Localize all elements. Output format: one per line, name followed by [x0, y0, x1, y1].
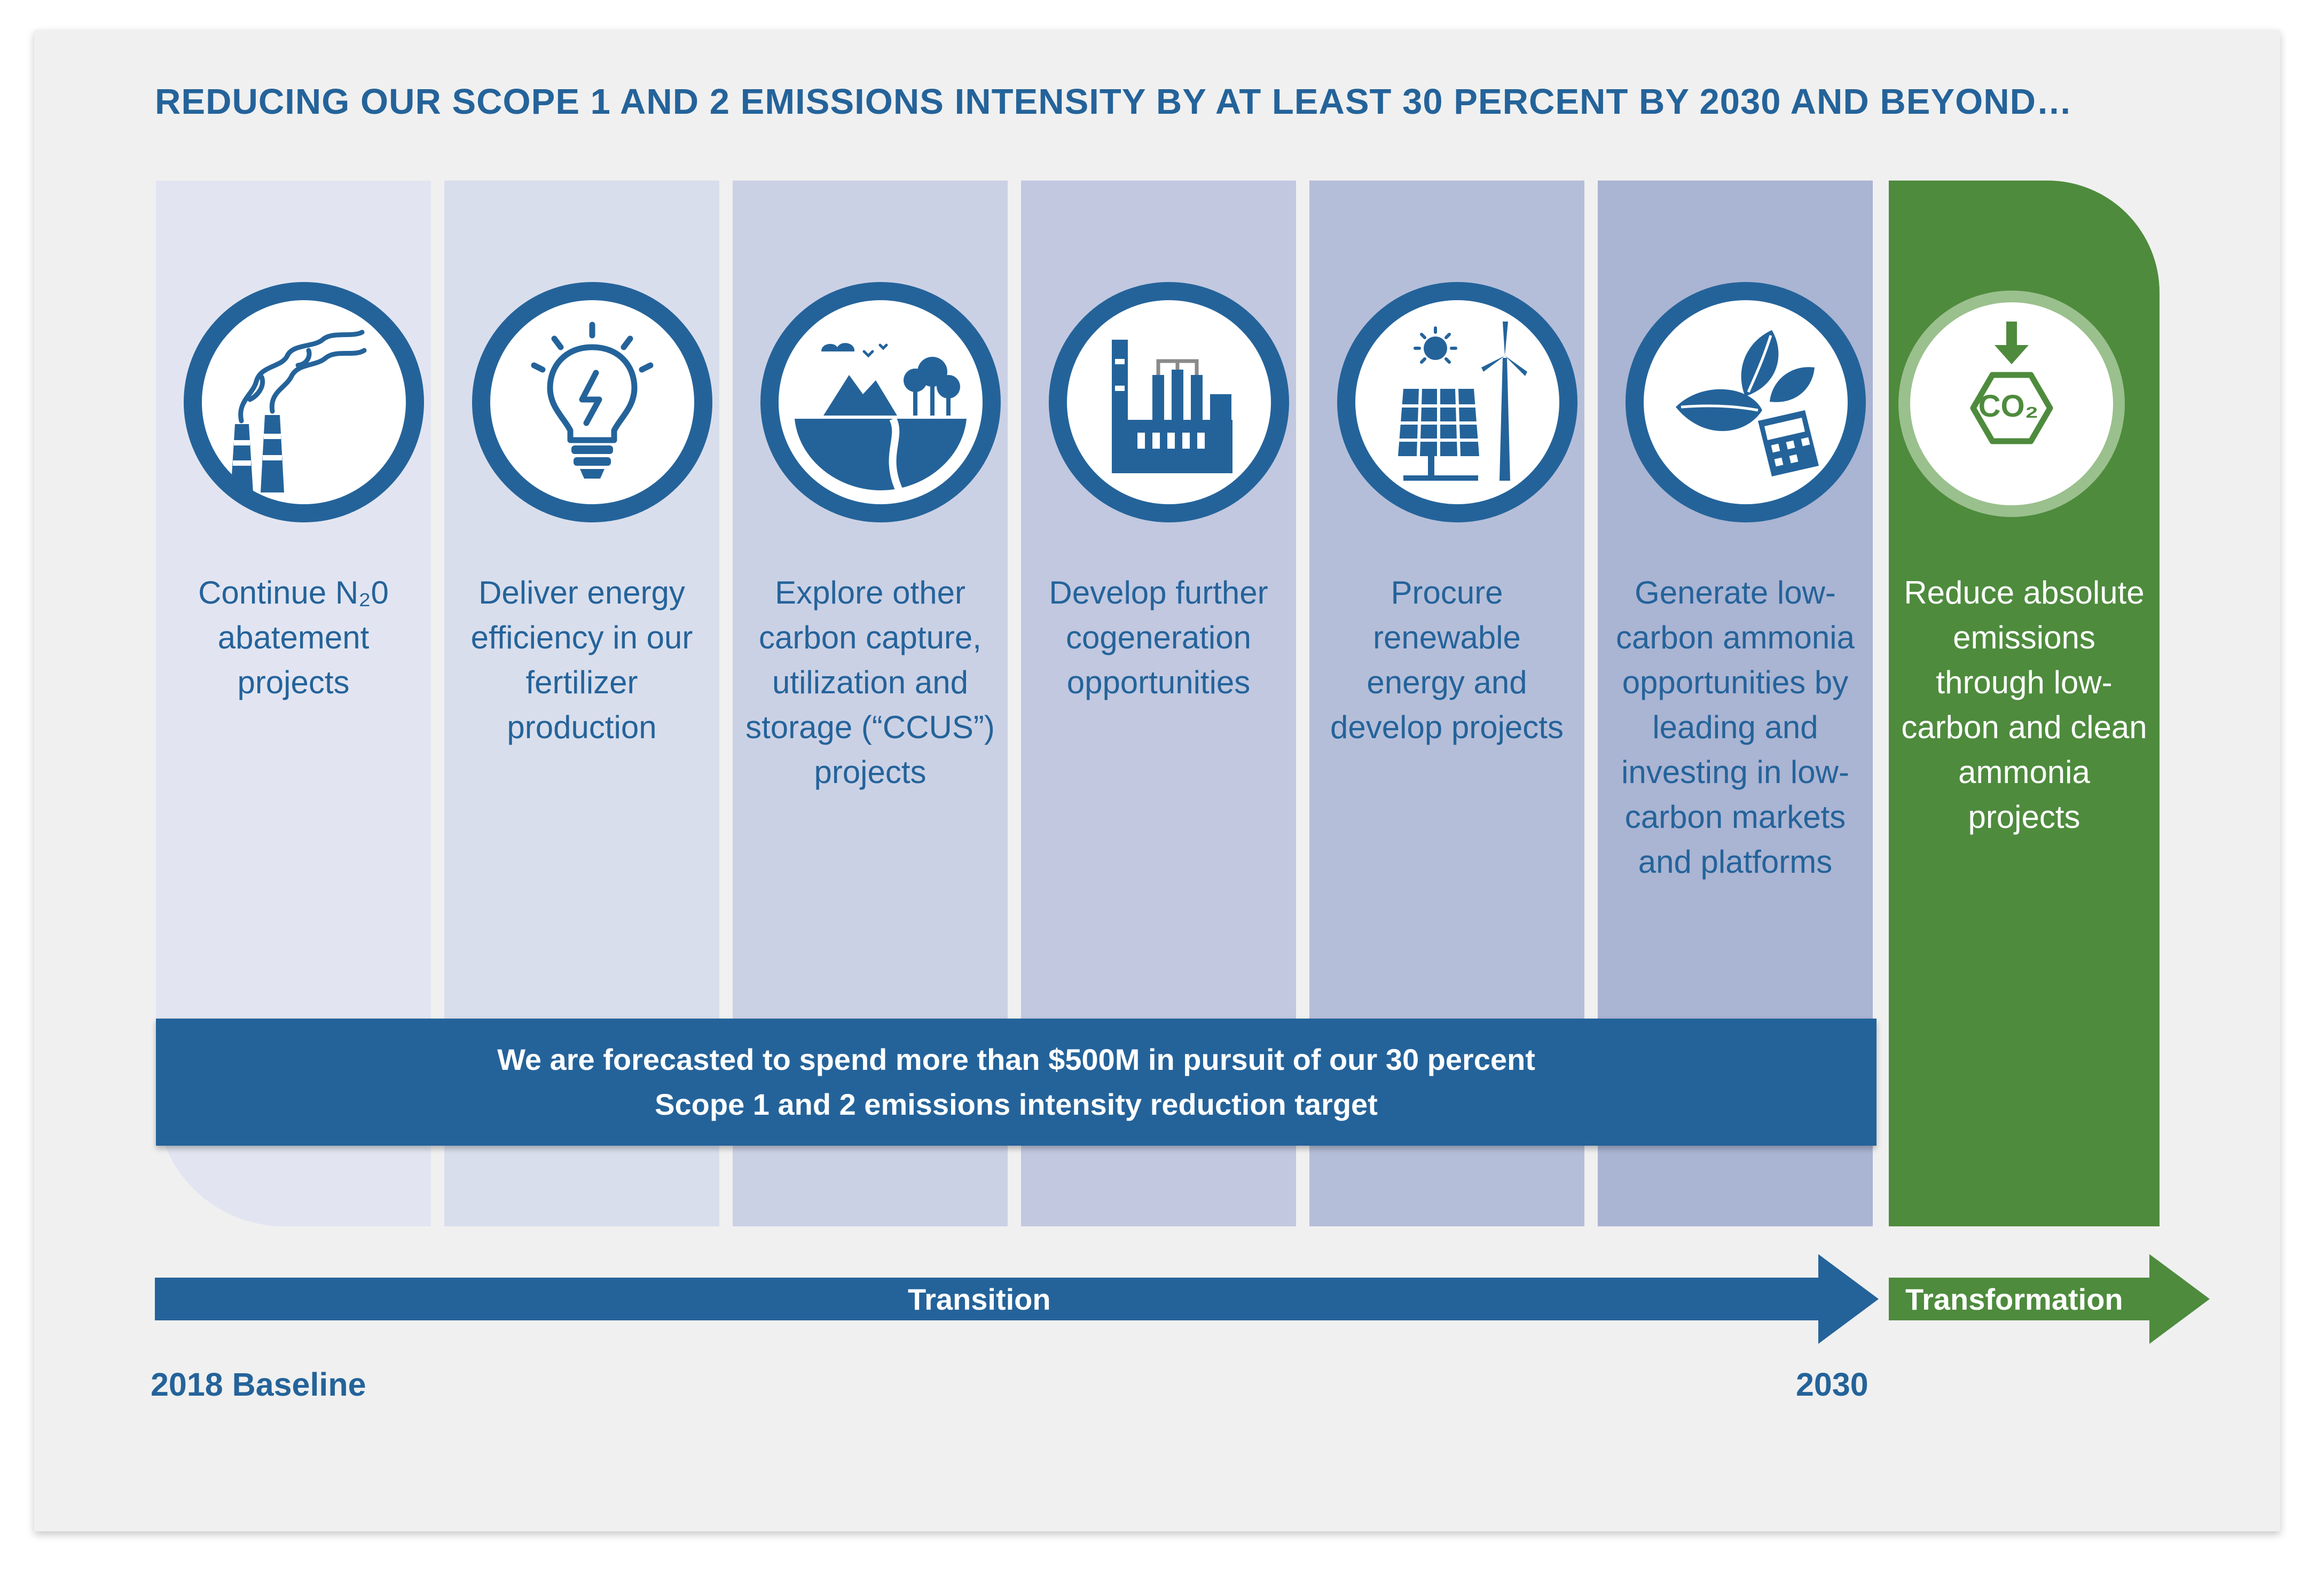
target-year-label: 2030 — [1796, 1366, 1868, 1403]
baseline-label: 2018 Baseline — [151, 1366, 366, 1403]
step-text: Explore other carbon capture, utilizatio… — [745, 575, 995, 790]
step-text: Procure renewable energy and develop pro… — [1330, 575, 1564, 745]
spend-banner: We are forecasted to spend more than $50… — [156, 1019, 1877, 1146]
transformation-column: CO₂ Reduce absolute emissions through lo… — [1889, 181, 2160, 1226]
spend-line-1: We are forecasted to spend more than $50… — [497, 1043, 1535, 1076]
transition-label: Transition — [908, 1282, 1051, 1316]
smokestack-icon — [184, 282, 424, 522]
co2-hexagon-icon: CO₂ — [1910, 302, 2113, 505]
step-text: Continue N₂0 abatement projects — [198, 575, 389, 700]
factory-icon — [1049, 282, 1289, 522]
page-title: REDUCING OUR SCOPE 1 AND 2 EMISSIONS INT… — [155, 82, 2073, 122]
co2-icon-text: CO₂ — [1978, 389, 2039, 424]
transformation-text: Reduce absolute emissions through low-ca… — [1901, 575, 2147, 835]
spend-line-2: Scope 1 and 2 emissions intensity reduct… — [655, 1087, 1378, 1121]
transformation-label: Transformation — [1905, 1282, 2123, 1316]
lightbulb-icon — [472, 282, 712, 522]
landscape-icon — [760, 282, 1001, 522]
step-text: Generate low-carbon ammonia opportunitie… — [1616, 575, 1855, 880]
step-text: Develop further cogeneration opportuniti… — [1049, 575, 1268, 700]
step-text: Deliver energy efficiency in our fertili… — [470, 575, 693, 745]
solar-wind-icon — [1337, 282, 1577, 522]
leaves-calculator-icon — [1626, 282, 1866, 522]
step-column-low-carbon: Generate low-carbon ammonia opportunitie… — [1598, 181, 1873, 1226]
